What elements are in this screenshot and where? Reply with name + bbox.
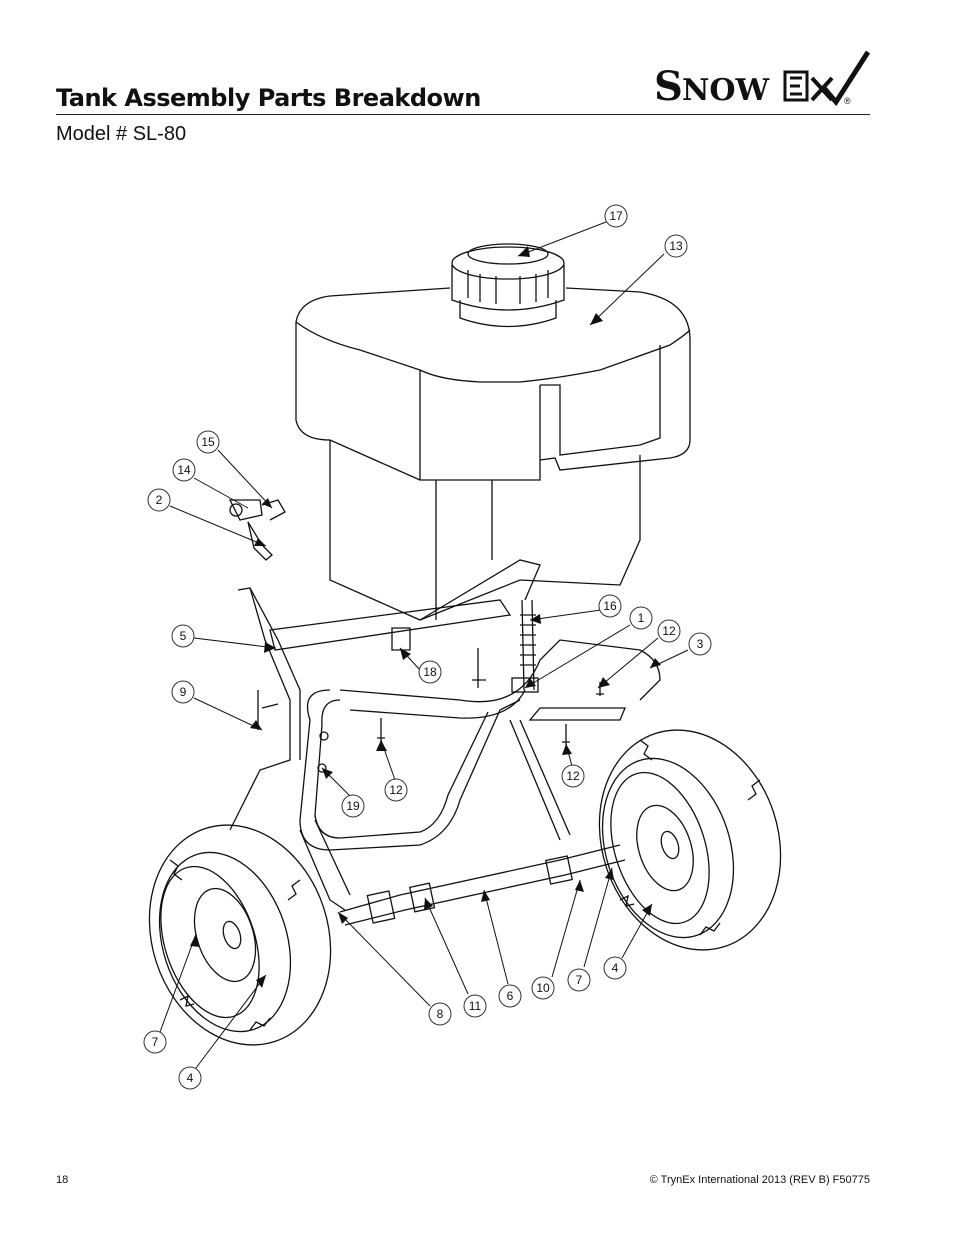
callout-circle	[657, 619, 681, 643]
callout-19: 19	[341, 794, 365, 818]
callout-circle	[418, 660, 442, 684]
callout-label: 16	[603, 599, 617, 613]
callout-8: 8	[428, 1002, 452, 1026]
page-title: Tank Assembly Parts Breakdown	[56, 84, 481, 112]
callout-group: 17 13 15 14 2 16 1 12 3 5 18 9 12 12 19 8 11 6 10 7 4 7 4	[143, 204, 712, 1090]
svg-text:S: S	[654, 63, 683, 110]
tank-drawing	[148, 243, 782, 1046]
callout-4: 4	[603, 956, 627, 980]
callout-circle	[498, 984, 522, 1008]
callout-circle	[463, 994, 487, 1018]
snowex-logo: SnowEx S NOW ®	[652, 48, 872, 110]
callout-7: 7	[143, 1030, 167, 1054]
callout-circle	[196, 430, 220, 454]
callout-label: 8	[437, 1007, 444, 1021]
callout-circle	[561, 764, 585, 788]
callout-circle	[341, 794, 365, 818]
callout-10: 10	[531, 976, 555, 1000]
callout-label: 6	[507, 989, 514, 1003]
callout-2: 2	[147, 488, 171, 512]
callout-circle	[428, 1002, 452, 1026]
callout-4: 4	[178, 1066, 202, 1090]
callout-label: 3	[697, 637, 704, 651]
callout-14: 14	[172, 458, 196, 482]
callout-circle	[143, 1030, 167, 1054]
callout-label: 13	[669, 239, 683, 253]
callout-circle	[178, 1066, 202, 1090]
callout-9: 9	[171, 680, 195, 704]
model-subtitle: Model # SL-80	[56, 123, 187, 145]
callout-circle	[384, 778, 408, 802]
callout-circle	[172, 458, 196, 482]
callout-label: 9	[180, 685, 187, 699]
svg-text:®: ®	[844, 96, 851, 106]
callout-12: 12	[384, 778, 408, 802]
callout-15: 15	[196, 430, 220, 454]
callout-1: 1	[629, 606, 653, 630]
callout-12: 12	[657, 619, 681, 643]
callout-label: 7	[152, 1035, 159, 1049]
callout-label: 5	[180, 629, 187, 643]
callout-7: 7	[567, 968, 591, 992]
callout-label: 14	[177, 463, 191, 477]
callout-circle	[629, 606, 653, 630]
copyright-notice: © TrynEx International 2013 (REV B) F507…	[649, 1174, 870, 1186]
callout-label: 12	[566, 769, 580, 783]
callout-label: 10	[536, 981, 550, 995]
svg-text:NOW: NOW	[682, 73, 771, 108]
callout-label: 12	[389, 783, 403, 797]
callout-17: 17	[604, 204, 628, 228]
callout-circle	[664, 234, 688, 258]
callout-6: 6	[498, 984, 522, 1008]
callout-label: 12	[662, 624, 676, 638]
callout-circle	[688, 632, 712, 656]
callout-circle	[567, 968, 591, 992]
callout-3: 3	[688, 632, 712, 656]
header-rule	[56, 114, 870, 115]
callout-circle	[604, 204, 628, 228]
leader-lines	[159, 221, 689, 1069]
callout-circle	[147, 488, 171, 512]
callout-16: 16	[598, 594, 622, 618]
callout-label: 18	[423, 665, 437, 679]
callout-label: 15	[201, 435, 215, 449]
callout-11: 11	[463, 994, 487, 1018]
callout-circle	[603, 956, 627, 980]
callout-circle	[171, 624, 195, 648]
logo-graphic: S NOW ®	[654, 50, 871, 110]
callout-5: 5	[171, 624, 195, 648]
callout-label: 1	[638, 611, 645, 625]
callout-12: 12	[561, 764, 585, 788]
callout-label: 11	[469, 999, 482, 1013]
callout-label: 2	[156, 493, 163, 507]
page-number: 18	[56, 1174, 69, 1186]
callout-circle	[598, 594, 622, 618]
callout-label: 19	[346, 799, 360, 813]
callout-circle	[171, 680, 195, 704]
callout-label: 17	[609, 209, 623, 223]
callout-13: 13	[664, 234, 688, 258]
callout-label: 7	[576, 973, 583, 987]
callout-circle	[531, 976, 555, 1000]
callout-label: 4	[612, 961, 619, 975]
callout-label: 4	[187, 1071, 194, 1085]
callout-18: 18	[418, 660, 442, 684]
